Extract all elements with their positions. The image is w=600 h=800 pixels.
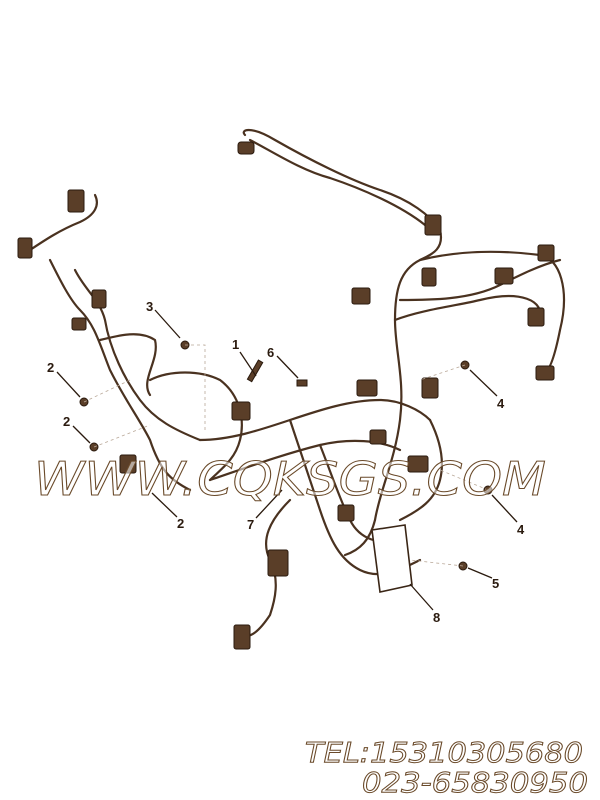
callout-4a: 4 <box>497 396 505 411</box>
callout-2b: 2 <box>63 414 70 429</box>
callout-6: 6 <box>267 345 274 360</box>
callout-1: 1 <box>232 337 239 352</box>
callout-labels: 1 2 2 2 3 4 4 5 6 7 8 <box>47 299 525 625</box>
watermark: WWW.CQKSGS.COM TEL:15310305680 023-65830… <box>34 452 589 800</box>
callout-5: 5 <box>492 576 499 591</box>
callout-leaders <box>56 309 518 611</box>
callout-4b: 4 <box>517 522 525 537</box>
control-module-connector <box>371 524 413 593</box>
callout-8: 8 <box>433 610 440 625</box>
leader-dashes <box>83 344 489 567</box>
callout-2c: 2 <box>177 516 184 531</box>
callout-3: 3 <box>146 299 153 314</box>
connectors <box>17 141 555 650</box>
watermark-phone: 023-65830950 <box>362 766 588 799</box>
watermark-site: WWW.CQKSGS.COM <box>34 452 546 506</box>
watermark-tel: TEL:15310305680 <box>305 736 583 769</box>
callout-7: 7 <box>247 517 254 532</box>
callout-2a: 2 <box>47 360 54 375</box>
